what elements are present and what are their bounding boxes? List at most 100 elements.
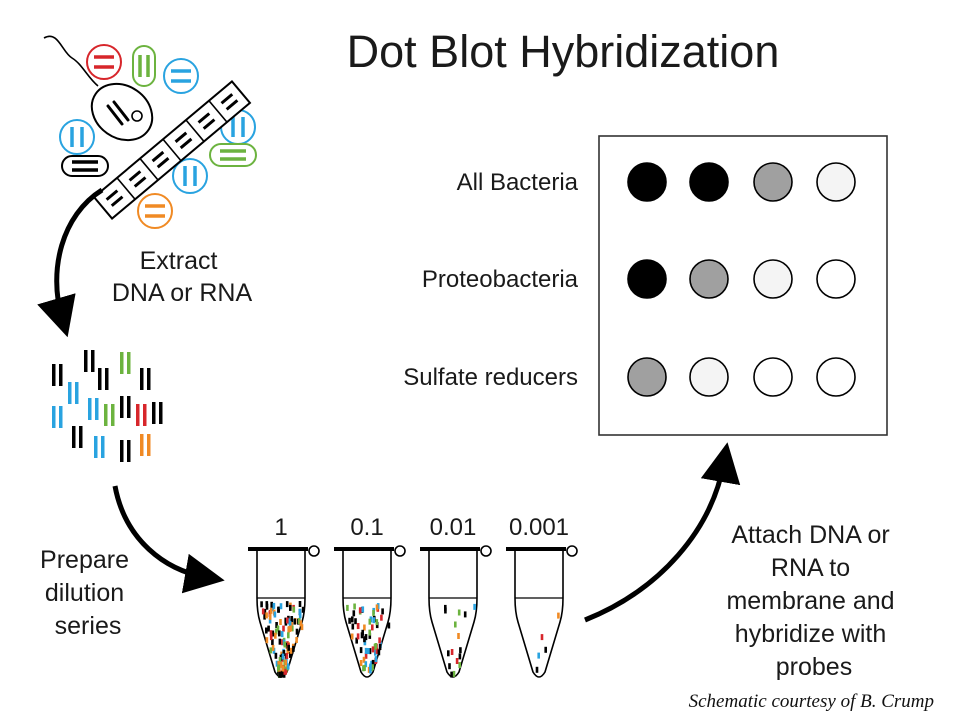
tube-particle — [288, 621, 292, 627]
tube-particle — [270, 601, 273, 608]
fragment-pair — [140, 434, 151, 456]
tube-particle — [279, 619, 282, 625]
tube-particle — [372, 617, 376, 624]
extract-label: Extract DNA or RNA — [112, 247, 253, 307]
fragment-pair — [52, 406, 63, 428]
fragment-pair — [68, 382, 79, 404]
tube-particle — [280, 631, 284, 638]
tube-particle — [287, 632, 290, 639]
tube-particle — [444, 607, 447, 614]
tube-particle — [271, 639, 274, 646]
black-fragment-icon — [61, 155, 109, 177]
tube-particle — [362, 656, 366, 663]
tube-particle — [269, 647, 273, 654]
red-fragment-icon — [86, 44, 122, 80]
fragment-pair — [152, 402, 163, 424]
tube-particle — [295, 637, 298, 643]
tube-particle — [457, 633, 460, 639]
flagellum-line — [43, 35, 99, 87]
blot-dot — [816, 259, 856, 299]
tube-particle — [263, 609, 267, 615]
tube-particle — [346, 604, 349, 611]
tube-particle — [272, 602, 276, 609]
tube-particle — [285, 653, 289, 659]
blot-dot — [689, 162, 729, 202]
tube-particle — [279, 603, 283, 610]
blot-dot — [627, 357, 667, 397]
blot-row-label: Sulfate reducers — [403, 364, 578, 391]
fragment-pair — [98, 368, 109, 390]
bacteria-cluster — [43, 35, 257, 229]
tube-particle — [454, 621, 457, 628]
tube-particle — [356, 633, 360, 640]
blot-dot — [627, 162, 667, 202]
blot-dot — [627, 259, 667, 299]
tube-particle — [374, 656, 378, 663]
fragment-pair — [94, 436, 105, 458]
blue-fragment-icon — [59, 119, 95, 155]
tube-particle — [359, 660, 363, 666]
tube-particle — [277, 664, 281, 671]
fragment-pair — [88, 398, 99, 420]
tube-particle — [368, 648, 372, 655]
tube-particle — [371, 664, 374, 671]
tube-particle — [267, 625, 270, 632]
tube-particle — [375, 647, 379, 654]
tube-particle — [265, 627, 268, 634]
tube-particle — [355, 637, 358, 644]
tube-particle — [269, 634, 273, 641]
tube-particle — [363, 624, 366, 631]
tube-particle — [378, 644, 382, 650]
tube-particle — [298, 601, 302, 607]
blot-dot — [816, 162, 856, 202]
tube-particle — [544, 646, 547, 653]
tube-particle — [371, 659, 375, 666]
tube-particle — [537, 652, 540, 659]
blue-fragment-icon — [163, 58, 199, 94]
attach-label: Attach DNA or RNA to membrane and hybrid… — [726, 521, 901, 681]
tube-particle — [374, 649, 377, 656]
tube-particle — [292, 645, 295, 652]
blot-dot — [689, 357, 729, 397]
blot-row: Proteobacteria — [422, 259, 856, 299]
tube-particle — [363, 664, 366, 671]
fragment-pair — [52, 364, 63, 386]
tube-particle — [271, 630, 275, 637]
tube-particle — [282, 650, 286, 656]
tube-particle — [375, 619, 379, 626]
tube-particle — [284, 617, 287, 624]
tube-particle — [299, 620, 303, 627]
tube-particle — [297, 618, 301, 625]
tube-particle — [458, 653, 462, 660]
tube-particle — [354, 618, 357, 625]
tube-particle — [278, 657, 282, 663]
green-fragment-icon — [209, 143, 257, 167]
tube-particle — [283, 641, 287, 648]
tube-particle — [290, 619, 294, 626]
dilution-label: 0.001 — [509, 514, 569, 541]
dilution-label: 0.1 — [350, 514, 383, 541]
tube-particle — [274, 628, 278, 635]
page-title: Dot Blot Hybridization — [347, 26, 780, 77]
tube-particle — [278, 630, 281, 637]
tube-particle — [463, 611, 467, 618]
tube-particle — [450, 649, 454, 655]
tube-particle — [298, 608, 302, 615]
tube-particle — [287, 644, 290, 651]
extracted-fragments — [52, 350, 163, 462]
green-fragment-icon — [132, 45, 156, 87]
tube-particle — [276, 625, 280, 632]
tube-particle — [293, 618, 297, 625]
tube-particle — [260, 601, 263, 608]
tube-particle — [459, 647, 462, 654]
dilution-arrow — [112, 485, 225, 594]
genome-strip — [92, 80, 252, 220]
tube-particle — [367, 648, 370, 654]
blot-row: All Bacteria — [457, 162, 856, 202]
tube-particle — [356, 623, 360, 629]
tube-particle — [364, 661, 368, 668]
tube-particle — [263, 613, 266, 620]
tube-particle — [557, 612, 560, 619]
